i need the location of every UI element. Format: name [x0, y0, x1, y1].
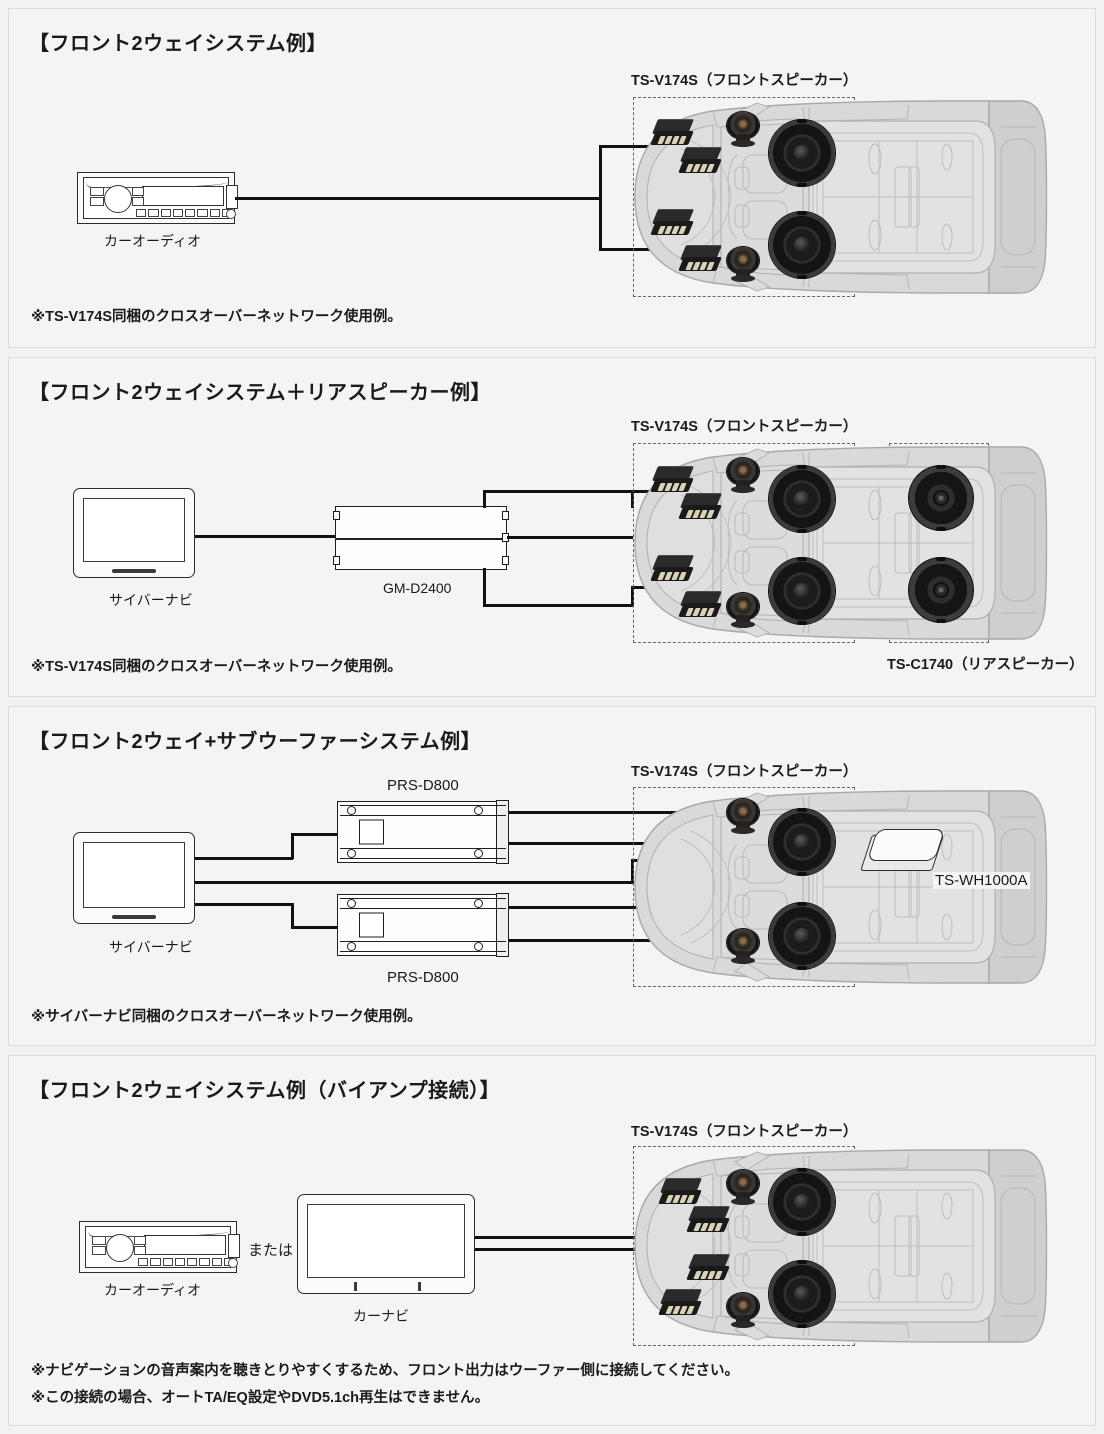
woofer-speaker-icon [769, 807, 835, 877]
panel-front-2way-biamp: 【フロント2ウェイシステム例（バイアンプ接続）】 カーオーディオ または カーナ… [8, 1055, 1096, 1426]
wire-navi-out-bottom [195, 903, 293, 906]
coaxial-speaker-icon [909, 556, 973, 624]
wire-amp-out-bottom-v [483, 568, 486, 606]
wire-branch-bottom [599, 248, 663, 251]
crossover-network-icon [678, 147, 723, 175]
wire-amp-out-top-v [483, 490, 486, 508]
panel-title: 【フロント2ウェイ+サブウーファーシステム例】 [29, 731, 482, 753]
wire-biamp-top [475, 1236, 673, 1239]
crossover-network-icon [678, 493, 723, 521]
car-audio-head-unit-icon [79, 1221, 240, 1273]
amplifier-prs-icon [337, 800, 509, 864]
source-device-label: サイバーナビ [109, 939, 193, 955]
tweeter-speaker-icon [727, 929, 759, 964]
panel-note: ※TS-V174S同梱のクロスオーバーネットワーク使用例。 [31, 309, 402, 325]
rear-speaker-group-label: TS-C1740（リアスピーカー） [887, 657, 1084, 673]
wire-branch-top [599, 145, 663, 148]
woofer-speaker-icon [769, 1167, 835, 1237]
front-speaker-group-label: TS-V174S（フロントスピーカー） [631, 419, 858, 435]
crossover-network-icon [658, 1289, 703, 1317]
crossover-network-icon [686, 1206, 731, 1234]
tweeter-speaker-icon [727, 458, 759, 493]
wire-subwoofer-v [631, 859, 634, 883]
wire-amp-out-bottom [483, 604, 633, 607]
woofer-speaker-icon [769, 556, 835, 626]
crossover-network-icon [658, 1178, 703, 1206]
subwoofer-label: TS-WH1000A [933, 872, 1030, 889]
woofer-speaker-icon [769, 1259, 835, 1329]
tweeter-speaker-icon [727, 593, 759, 628]
panel-front-2way-plus-subwoofer: 【フロント2ウェイ+サブウーファーシステム例】 サイバーナビ PRS-D800 [8, 706, 1096, 1046]
tweeter-speaker-icon [727, 247, 759, 282]
tweeter-speaker-icon [727, 799, 759, 834]
wire-bus-vertical [599, 145, 602, 251]
wire-navi-out-top-v [291, 833, 294, 859]
or-label: または [248, 1242, 294, 1259]
wire-navi-out-top [195, 857, 251, 860]
amplifier-label-bottom: PRS-D800 [387, 969, 459, 986]
wire-navi-out-top-h2 [249, 857, 293, 860]
crossover-network-icon [686, 1254, 731, 1282]
front-speaker-group-label: TS-V174S（フロントスピーカー） [631, 73, 858, 89]
wire-main [235, 197, 601, 200]
wire-biamp-bottom [475, 1248, 703, 1251]
woofer-speaker-icon [769, 464, 835, 534]
crossover-network-icon [650, 119, 695, 147]
wire-bus-bottom [631, 586, 634, 606]
tweeter-speaker-icon [727, 1293, 759, 1328]
wire-bus-top-h [631, 490, 661, 493]
panel-title: 【フロント2ウェイシステム＋リアスピーカー例】 [29, 382, 492, 404]
tweeter-speaker-icon [727, 1170, 759, 1205]
crossover-network-icon [678, 245, 723, 273]
crossover-network-icon [650, 466, 695, 494]
panel-note-2: ※この接続の場合、オートTA/EQ設定やDVD5.1ch再生はできません。 [31, 1390, 490, 1406]
woofer-speaker-icon [769, 210, 835, 280]
amplifier-prs-icon [337, 893, 509, 957]
wire-amp-out-top [483, 490, 633, 493]
wire-navi-to-amp [195, 535, 335, 538]
amplifier-label: GM-D2400 [383, 580, 452, 596]
subwoofer-unit-icon [860, 829, 946, 877]
wire-amp-out-mid [507, 536, 633, 539]
woofer-speaker-icon [769, 901, 835, 971]
wire-bus-top [631, 490, 634, 508]
car-audio-head-unit-icon [77, 172, 238, 224]
amplifier-gm-icon [333, 506, 509, 570]
crossover-network-icon [678, 591, 723, 619]
panel-note: ※TS-V174S同梱のクロスオーバーネットワーク使用例。 [31, 659, 402, 675]
panel-note: ※サイバーナビ同梱のクロスオーバーネットワーク使用例。 [31, 1009, 422, 1025]
coaxial-speaker-icon [909, 464, 973, 532]
front-speaker-group-label: TS-V174S（フロントスピーカー） [631, 1124, 858, 1140]
wire-navi-to-amp-top [291, 833, 337, 836]
wire-navi-to-subwoofer [195, 881, 633, 884]
source-device-label: カーオーディオ [104, 233, 202, 249]
wire-amp-top-out-2 [509, 842, 775, 845]
crossover-network-icon [650, 209, 695, 237]
amplifier-label-top: PRS-D800 [387, 777, 459, 794]
wire-navi-out-bottom-v [291, 903, 294, 929]
navi-device-label: カーナビ [353, 1308, 409, 1324]
panel-title: 【フロント2ウェイシステム例（バイアンプ接続）】 [29, 1080, 501, 1102]
front-speaker-group-label: TS-V174S（フロントスピーカー） [631, 764, 858, 780]
wire-amp-bottom-out-2 [509, 939, 775, 942]
navigation-monitor-icon [73, 488, 195, 578]
panel-front-2way-plus-rear: 【フロント2ウェイシステム＋リアスピーカー例】 サイバーナビ GM-D2400 [8, 357, 1096, 697]
panel-front-2way: 【フロント2ウェイシステム例】 カーオーディオ TS-V174S（フロ [8, 8, 1096, 348]
navigation-monitor-icon [297, 1194, 475, 1294]
source-device-label: カーオーディオ [104, 1282, 202, 1298]
source-device-label: サイバーナビ [109, 592, 193, 608]
tweeter-speaker-icon [727, 112, 759, 147]
panel-title: 【フロント2ウェイシステム例】 [29, 33, 328, 55]
panel-note-1: ※ナビゲーションの音声案内を聴きとりやすくするため、フロント出力はウーファー側に… [31, 1363, 740, 1379]
navigation-monitor-icon [73, 832, 195, 924]
woofer-speaker-icon [769, 118, 835, 188]
crossover-network-icon [650, 555, 695, 583]
wire-navi-to-amp-bottom [291, 926, 337, 929]
wire-amp-top-out-1 [509, 811, 775, 814]
